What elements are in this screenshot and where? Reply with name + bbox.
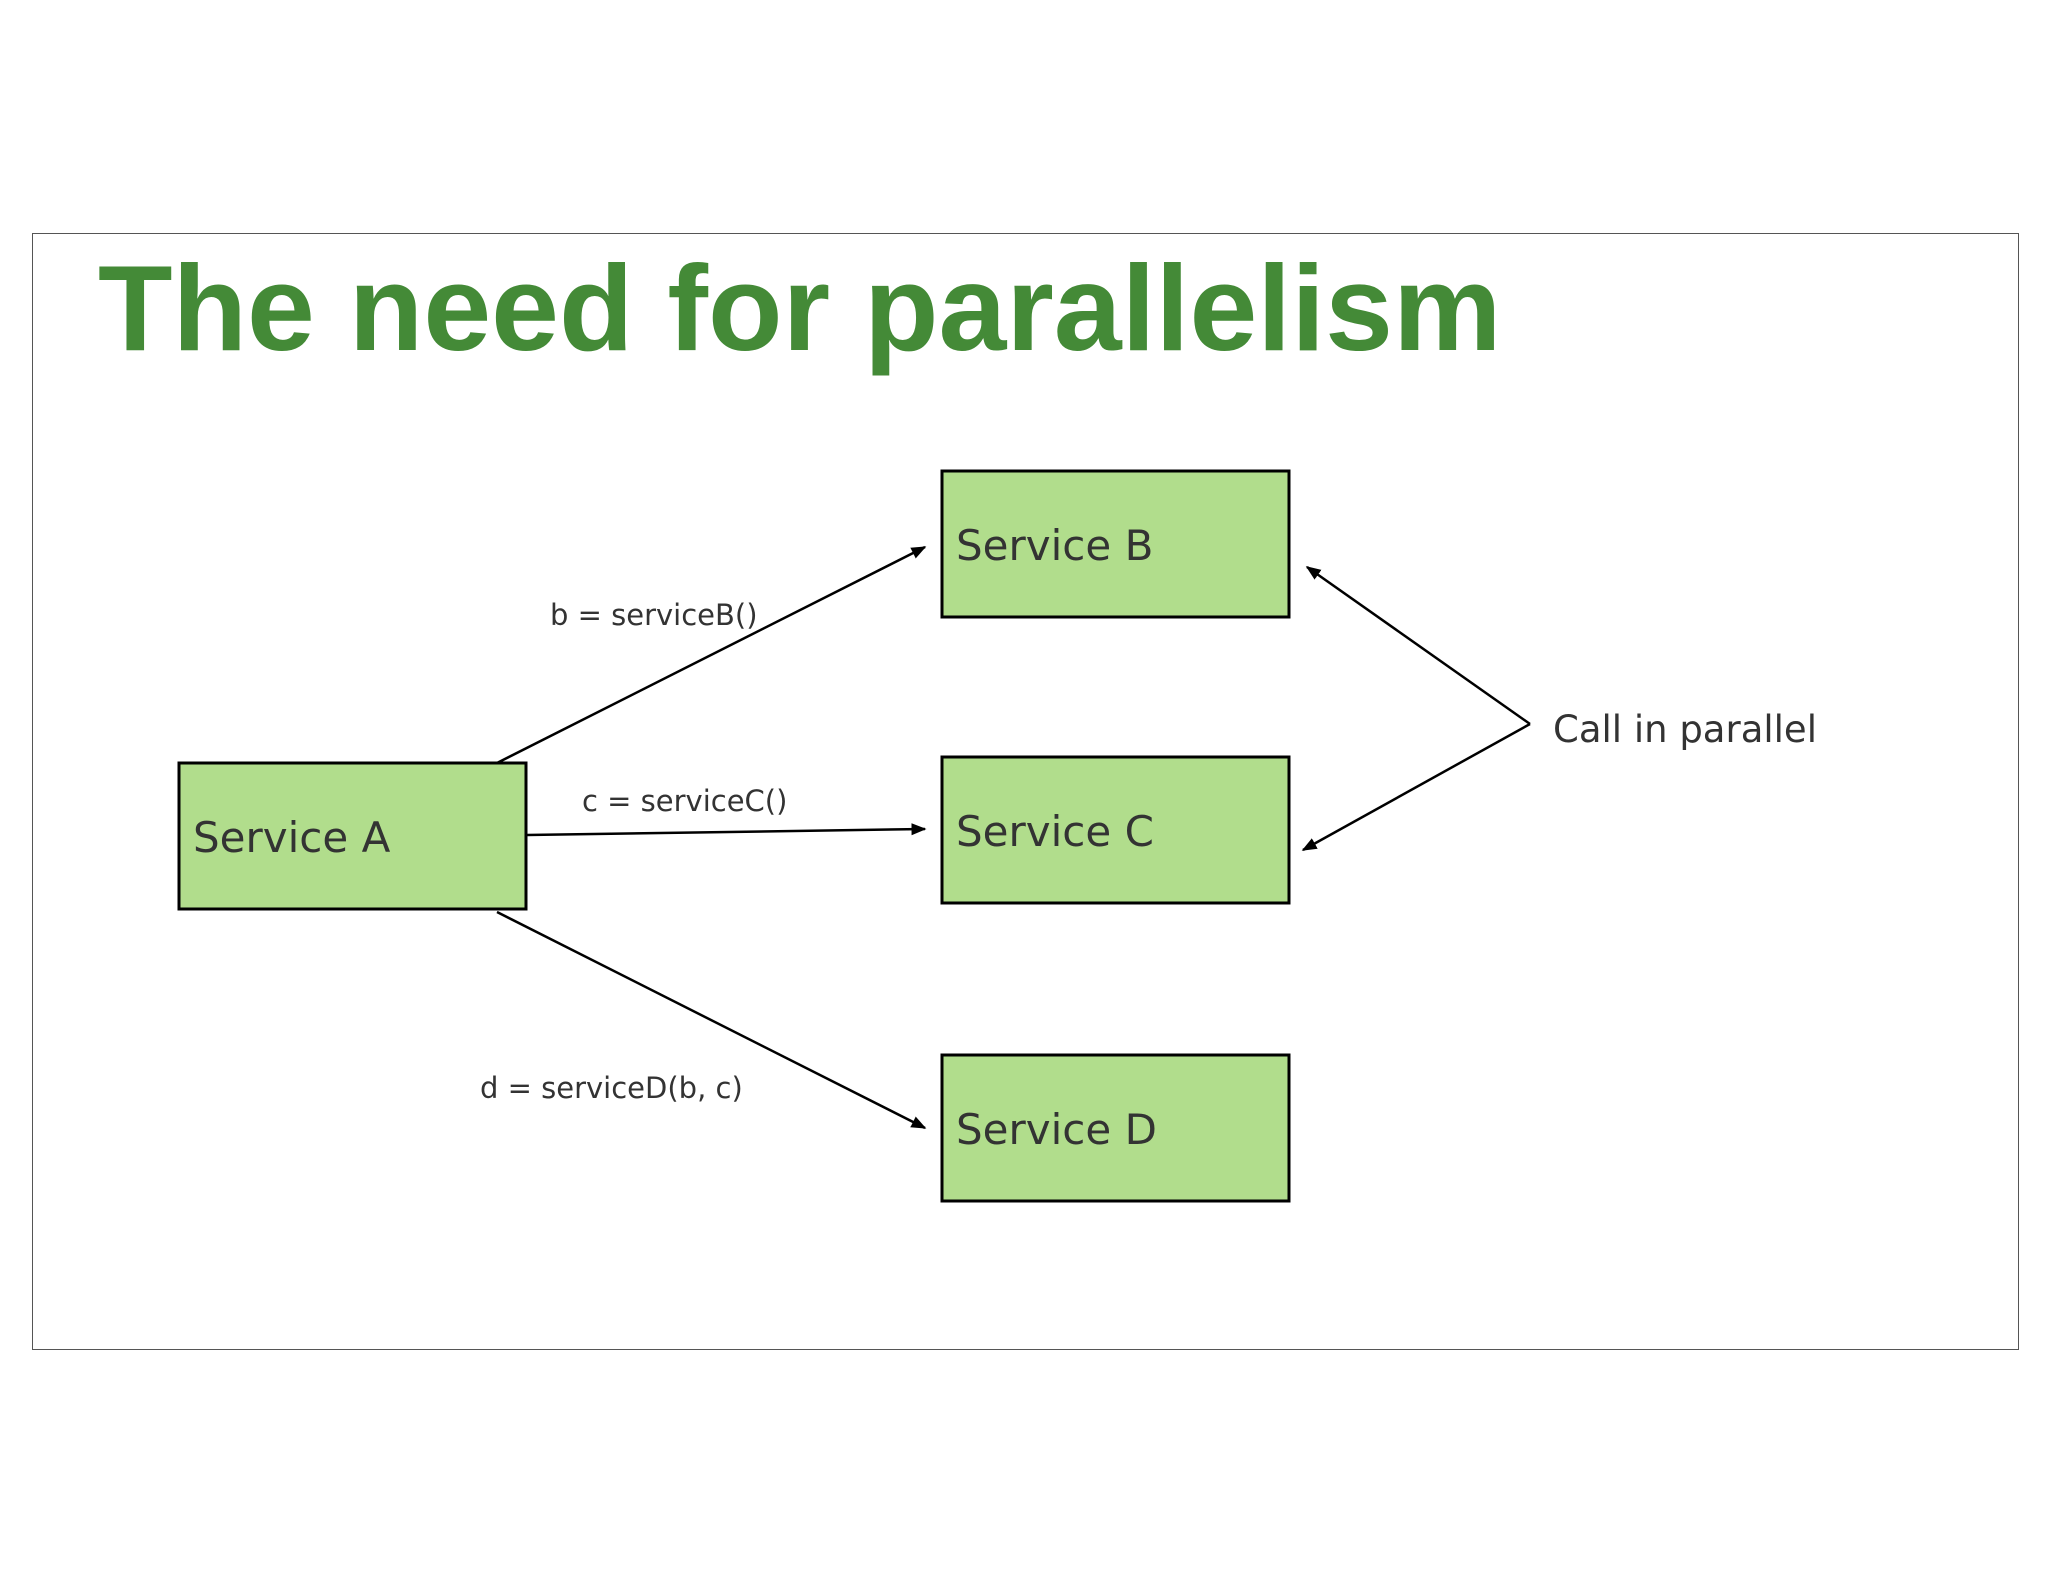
parallel-annotation-label: Call in parallel — [1553, 708, 1817, 751]
edge-label-c: c = serviceC() — [582, 784, 787, 818]
edge-label-b: b = serviceB() — [550, 598, 758, 632]
node-service-a: Service A — [177, 761, 528, 911]
edge-a-to-d — [496, 910, 927, 1130]
node-label-service-d: Service D — [956, 1105, 1157, 1154]
parallel-arrow-to-b — [1305, 565, 1531, 726]
node-label-service-a: Service A — [193, 813, 391, 862]
edge-a-to-c — [526, 823, 927, 837]
node-label-service-c: Service C — [956, 807, 1154, 856]
node-label-service-b: Service B — [956, 521, 1153, 570]
edge-label-d: d = serviceD(b, c) — [480, 1071, 743, 1105]
node-service-b: Service B — [940, 469, 1291, 619]
node-service-c: Service C — [940, 755, 1291, 905]
node-service-d: Service D — [940, 1053, 1291, 1203]
parallel-arrow-to-c — [1301, 722, 1531, 852]
slide-title: The need for parallelism — [98, 240, 1502, 376]
edge-a-to-b — [496, 545, 927, 765]
